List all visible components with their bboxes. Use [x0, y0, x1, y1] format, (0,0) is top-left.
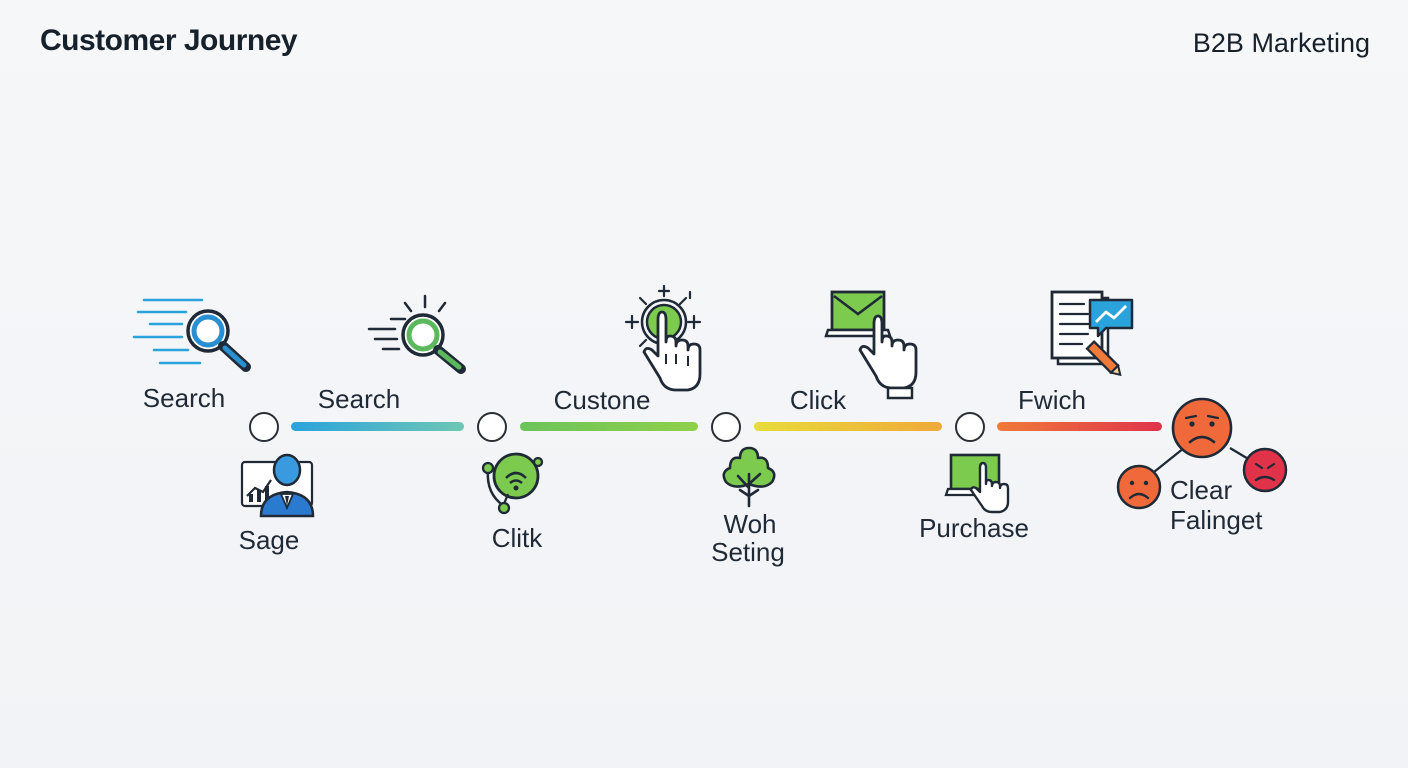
bottom-label-5a: Clear [1170, 475, 1233, 505]
top-label-5: Fwich [1018, 385, 1086, 415]
magnifier-speed-icon [132, 298, 251, 372]
top-label-3: Custone [553, 385, 651, 415]
top-label-4: Click [789, 385, 847, 415]
timeline-segment-2 [520, 422, 698, 431]
bottom-label-3a: Woh [723, 509, 777, 539]
page-title: Customer Journey [40, 24, 298, 57]
timeline-segment-3 [754, 422, 942, 431]
bottom-label-4: Purchase [919, 513, 1029, 543]
businessman-chart-icon [240, 453, 315, 518]
bottom-label-5b: Falinget [1170, 505, 1263, 535]
magnifier-sparkle-icon [367, 294, 466, 374]
sad-faces-icon [1116, 397, 1288, 510]
top-label-2: Search [317, 384, 401, 414]
timeline-node-1 [249, 412, 279, 442]
bottom-label-2: Clitk [491, 523, 543, 553]
network-globe-icon [481, 452, 544, 515]
timeline-segment-4 [997, 422, 1162, 431]
page-subtitle: B2B Marketing [1192, 28, 1370, 58]
timeline-node-3 [711, 412, 741, 442]
bottom-label-3b: Seting [711, 537, 785, 567]
laptop-click-icon [944, 453, 1010, 514]
bottom-label-1: Sage [238, 525, 300, 555]
top-label-1: Search [142, 383, 226, 413]
tree-icon [722, 446, 776, 508]
laptop-email-click-icon [824, 290, 918, 400]
tap-target-icon [624, 284, 702, 392]
document-chat-chart-icon [1050, 290, 1134, 377]
timeline-node-4 [955, 412, 985, 442]
timeline-segment-1 [291, 422, 464, 431]
timeline-node-2 [477, 412, 507, 442]
